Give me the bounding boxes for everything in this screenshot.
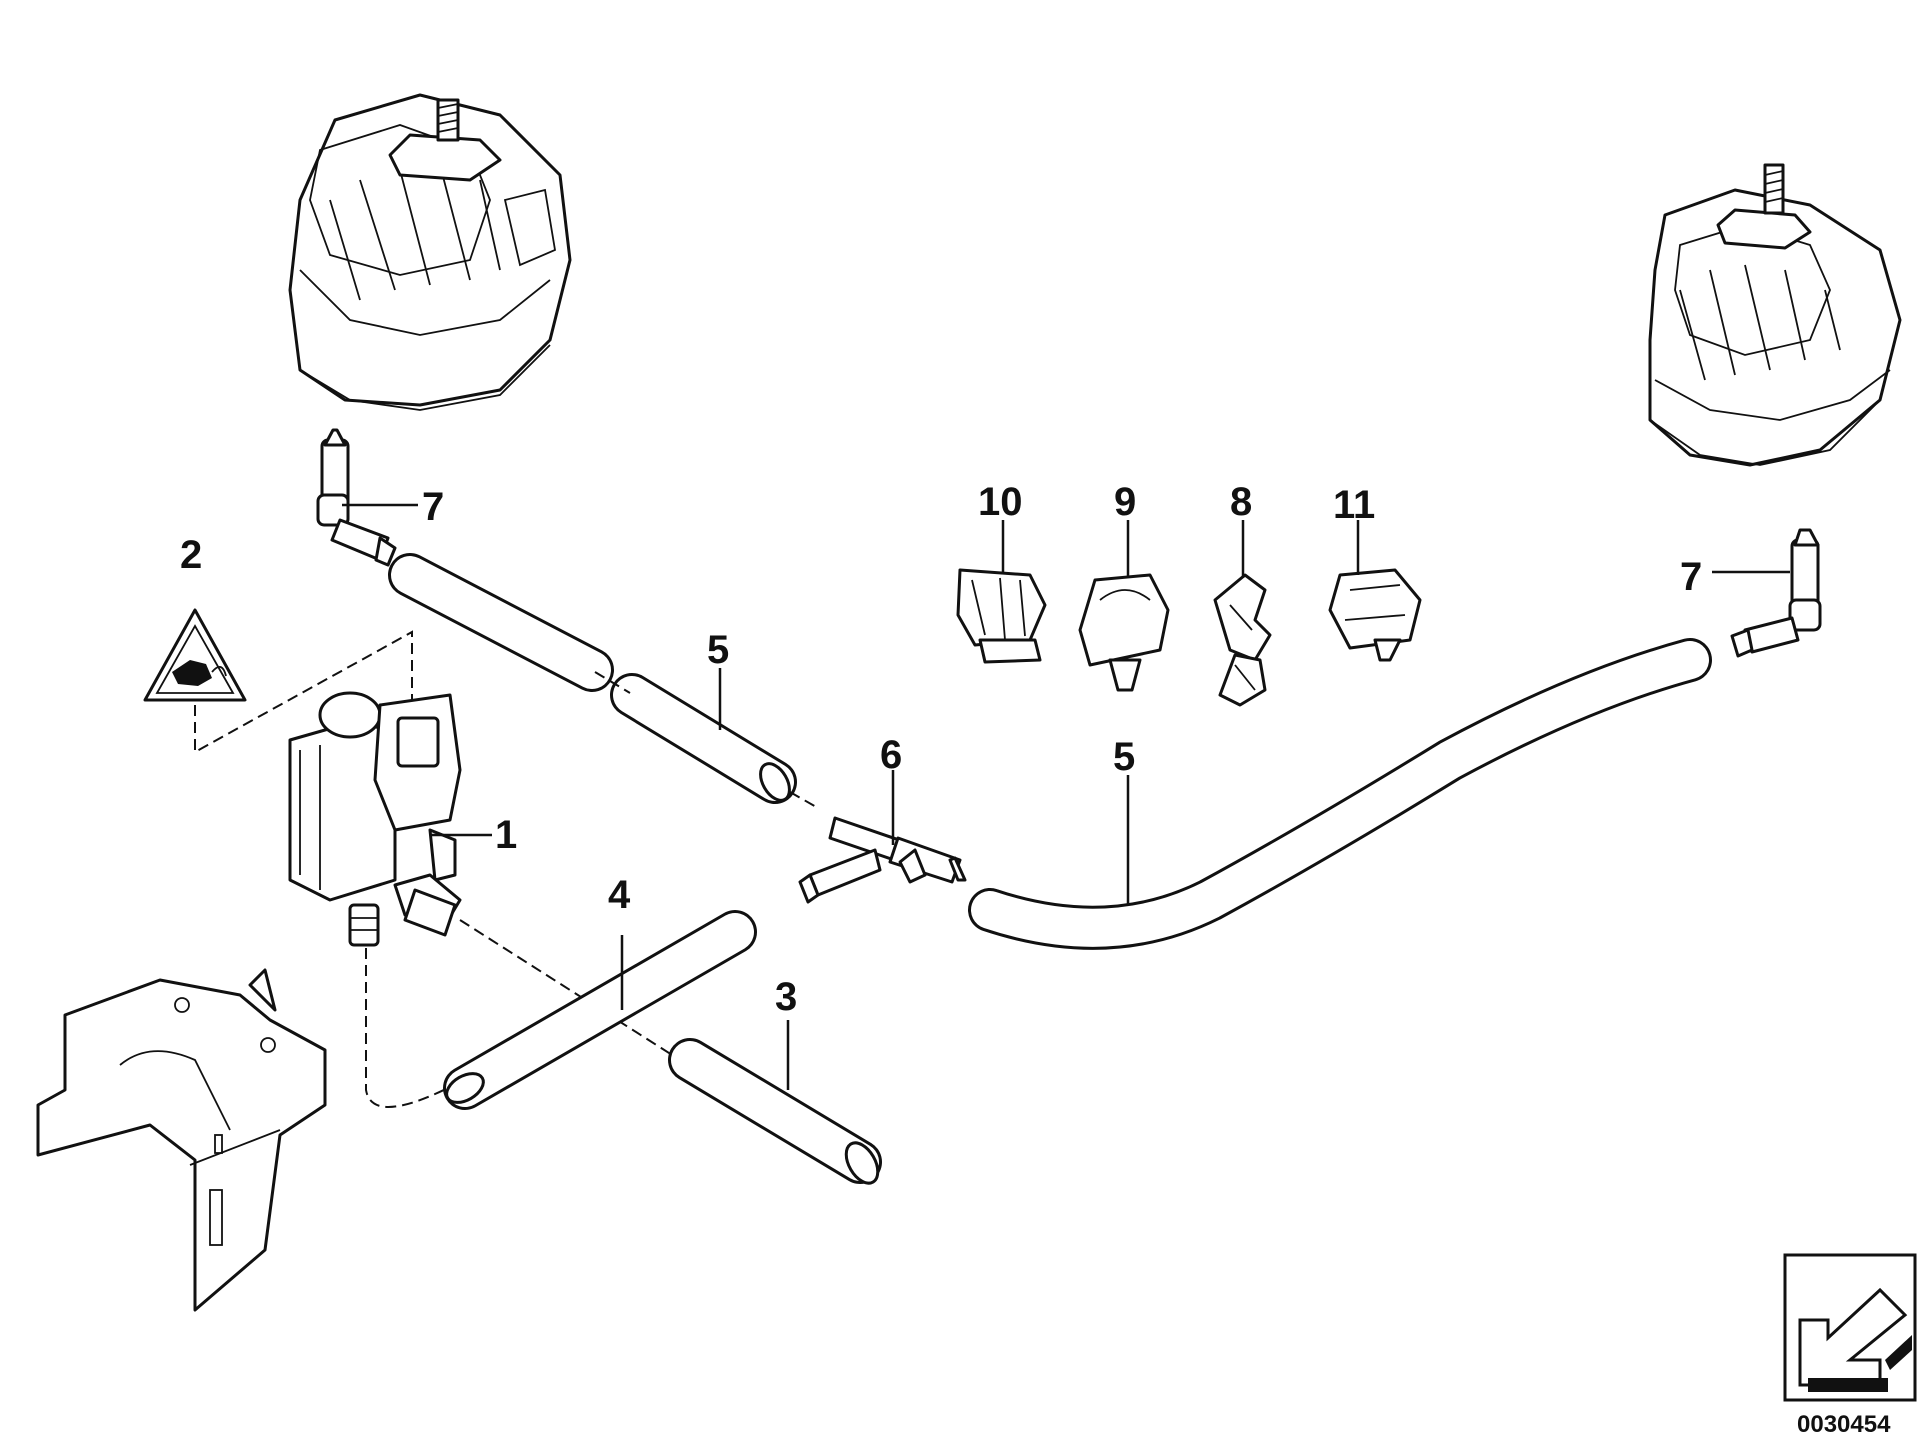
leader-valve-to-hose3 <box>459 919 681 1061</box>
hose-clip-10 <box>956 568 1047 664</box>
callout-7b: 7 <box>1680 555 1702 599</box>
hose-4 <box>443 910 757 1110</box>
callout-9: 9 <box>1114 480 1136 524</box>
hose-clip-9 <box>1078 573 1170 692</box>
callout-10: 10 <box>978 480 1023 524</box>
tee-connector <box>798 816 967 904</box>
callout-11: 11 <box>1333 483 1375 527</box>
engine-mount-right <box>1648 163 1902 467</box>
elbow-connector-left <box>316 428 397 567</box>
warning-triangle-icon <box>143 608 247 702</box>
orientation-arrow-icon <box>1783 1253 1917 1402</box>
hose-3 <box>668 1038 882 1185</box>
callout-8: 8 <box>1230 480 1252 524</box>
leader-hose5-to-tee <box>789 791 819 809</box>
callout-5b: 5 <box>1113 735 1135 779</box>
engine-mount-left <box>288 93 572 411</box>
hose-5-upper-a <box>388 553 614 692</box>
callout-5a: 5 <box>707 628 729 672</box>
document-number: 0030454 <box>1797 1411 1891 1438</box>
hose-clip-8 <box>1213 573 1272 707</box>
callout-4: 4 <box>608 873 631 917</box>
leader-warning-to-valve <box>194 630 413 754</box>
hose-5-upper-b <box>610 673 797 804</box>
vacuum-valve <box>288 691 462 947</box>
hose-5-long <box>968 638 1712 950</box>
hose-clip-11 <box>1328 568 1422 662</box>
callout-1: 1 <box>495 813 517 857</box>
leader-valve-to-hose4 <box>365 948 449 1108</box>
callout-6: 6 <box>880 733 902 777</box>
callout-2: 2 <box>180 533 202 577</box>
leader-hose5-joint <box>594 671 631 694</box>
warning-label <box>143 608 247 702</box>
mounting-bracket <box>36 968 327 1312</box>
callout-3: 3 <box>775 975 797 1019</box>
callout-7a: 7 <box>422 485 444 529</box>
elbow-connector-right <box>1730 528 1822 658</box>
